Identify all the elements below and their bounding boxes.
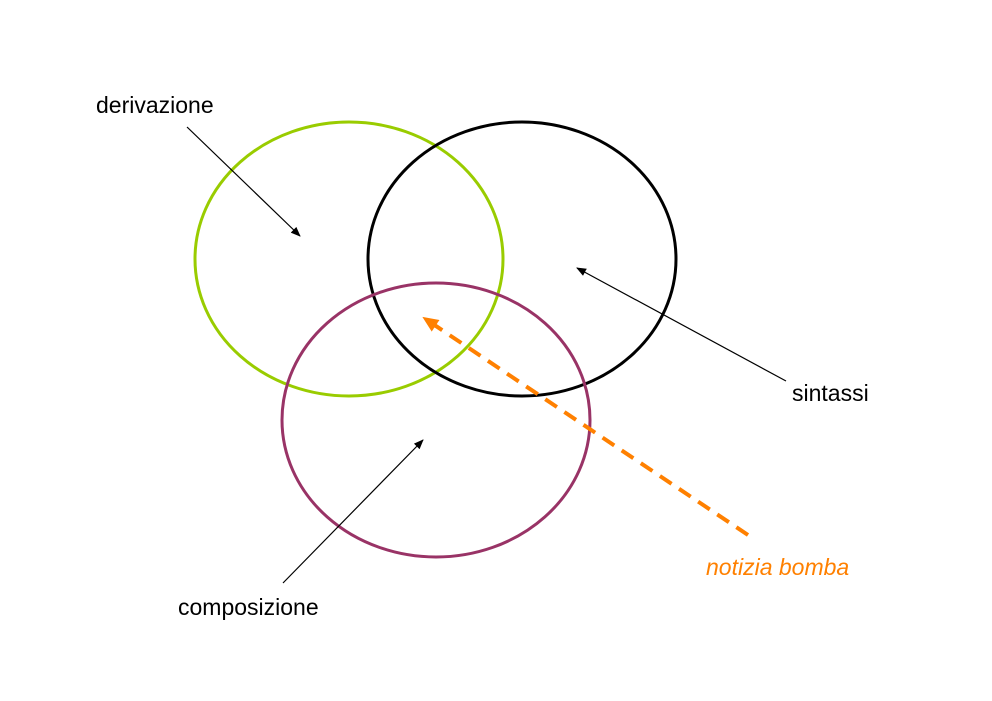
notizia-bomba-label: notizia bomba <box>706 554 850 580</box>
sintassi-circle <box>366 120 678 398</box>
sintassi-label: sintassi <box>792 380 869 406</box>
derivazione-circle <box>193 120 505 398</box>
composizione-label: composizione <box>178 594 319 620</box>
sintassi-arrow <box>576 267 787 382</box>
derivazione-arrow <box>186 126 301 237</box>
composizione-arrow <box>282 439 424 584</box>
notizia-bomba-arrow <box>422 316 750 537</box>
composizione-circle <box>280 281 592 559</box>
derivazione-label: derivazione <box>96 92 214 118</box>
